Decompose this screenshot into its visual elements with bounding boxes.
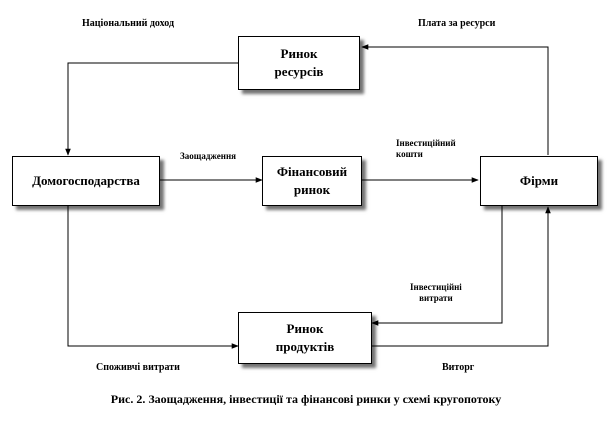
investment-capital-label: Інвестиційний кошти <box>396 138 456 159</box>
revenue-arrow <box>372 206 551 347</box>
consumer-spending-label: Споживчі витрати <box>96 362 180 373</box>
resource-payment-arrow <box>361 44 549 155</box>
consumer-spending-arrow <box>67 205 239 349</box>
resource-payment-label: Плата за ресурси <box>418 18 496 29</box>
firms-box: Фірми <box>480 156 598 206</box>
figure-caption: Рис. 2. Заощадження, інвестиції та фінан… <box>110 392 502 406</box>
financial-market-box: Фінансовий ринок <box>262 156 362 206</box>
resources-market-box: Ринок ресурсів <box>238 36 360 90</box>
national-income-arrow <box>65 62 238 156</box>
investment-spending-label: Інвестиційні витрати <box>410 282 462 303</box>
national-income-label: Національний доход <box>82 18 175 29</box>
households-box: Домогосподарства <box>12 156 160 206</box>
investment-spending-arrow <box>371 205 503 326</box>
products-market-box: Ринок продуктів <box>238 312 372 364</box>
savings-label: Заощадження <box>180 151 237 161</box>
revenue-label: Виторг <box>442 362 475 373</box>
